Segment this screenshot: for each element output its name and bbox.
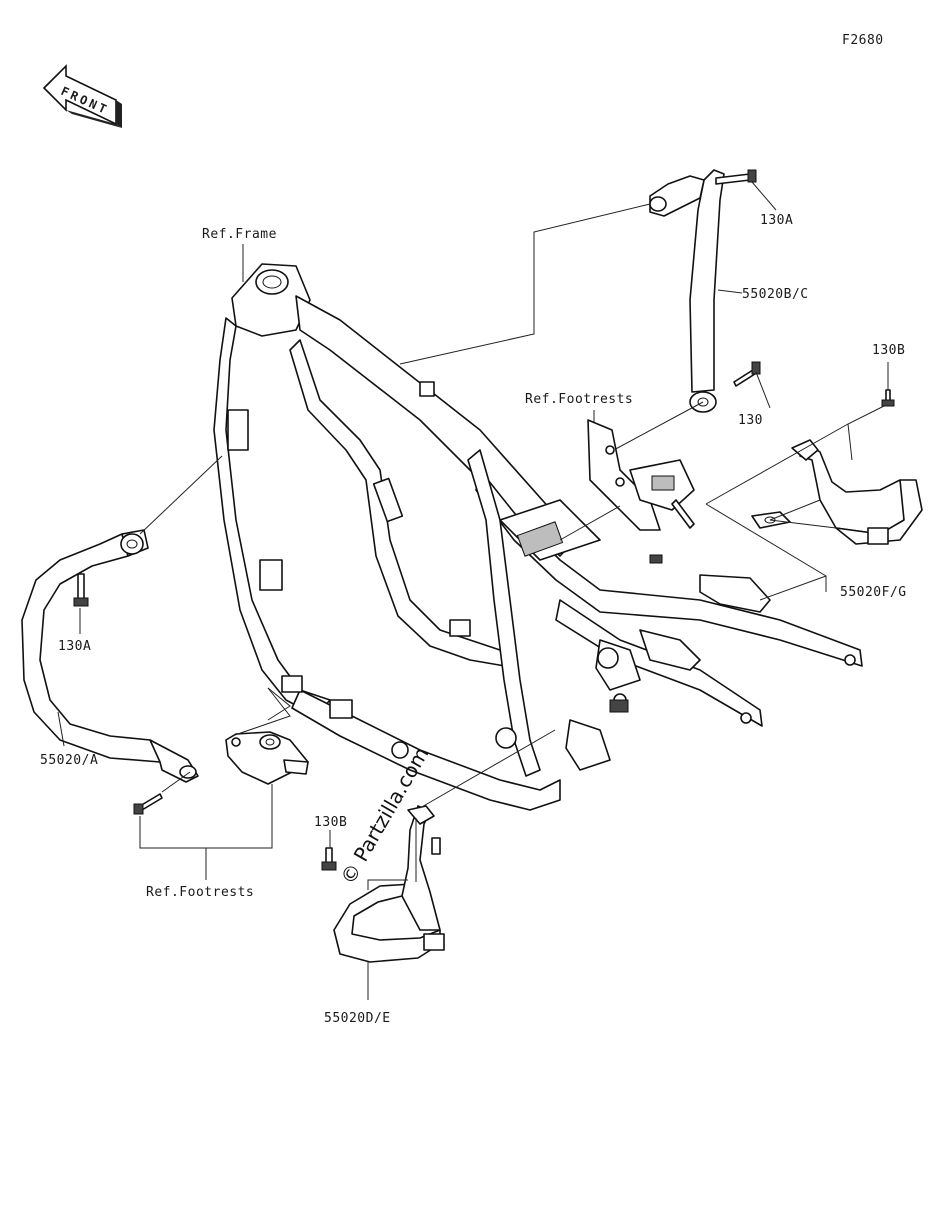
label-55020bc: 55020B/C (742, 287, 809, 302)
label-130: 130 (738, 413, 763, 428)
bolt-130a-top-icon (715, 169, 757, 185)
front-arrow-icon: FRONT (42, 64, 122, 128)
footrest-bracket-right (587, 419, 695, 531)
figure-code: F2680 (842, 33, 884, 48)
bolt-left-icon (133, 793, 163, 815)
label-ref-footrests-right: Ref.Footrests (525, 392, 633, 407)
label-130a-top: 130A (760, 213, 793, 228)
engine-guard-55020bc (649, 169, 725, 413)
engine-guard-55020a (21, 529, 199, 783)
footrest-bracket-left (225, 731, 309, 785)
engine-guard-55020de (333, 805, 445, 963)
label-ref-frame: Ref.Frame (202, 227, 277, 242)
engine-guard-55020fg (751, 439, 923, 545)
motorcycle-frame (213, 263, 863, 811)
bolt-130a-left-icon (73, 573, 89, 607)
bolt-130b-bottom-icon (321, 847, 337, 871)
label-130b-bottom: 130B (314, 815, 347, 830)
bolt-130b-right-icon (881, 389, 895, 407)
label-ref-footrests-left: Ref.Footrests (146, 885, 254, 900)
label-55020fg: 55020F/G (840, 585, 907, 600)
label-130a-left: 130A (58, 639, 91, 654)
label-55020a: 55020/A (40, 753, 98, 768)
label-130b-right: 130B (872, 343, 905, 358)
label-55020de: 55020D/E (324, 1011, 391, 1026)
bolt-130-icon (733, 361, 761, 387)
